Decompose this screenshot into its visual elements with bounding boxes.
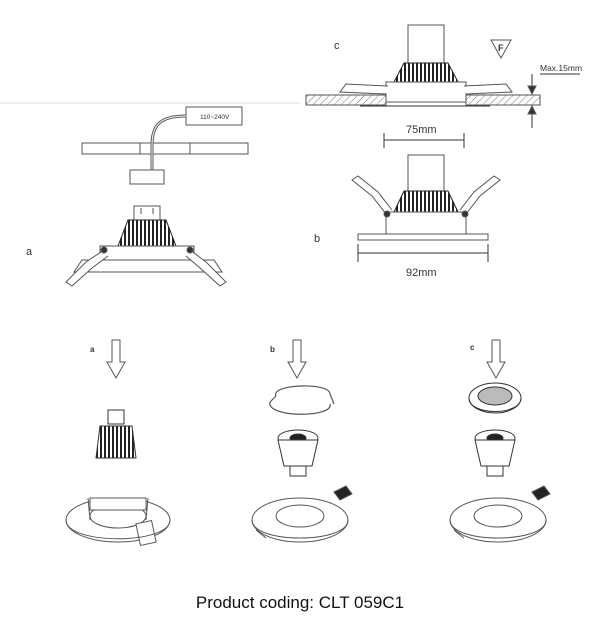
lamp-heatsink: [117, 219, 177, 247]
step-b-dimension-illustration: [351, 133, 501, 262]
gu10-pins: [133, 205, 161, 221]
outer-dimension-label: 92mm: [406, 267, 437, 279]
ceiling-board-mid: [139, 142, 191, 155]
gu10-lamp-b: [277, 429, 319, 477]
down-arrow-icon: [486, 339, 506, 380]
step-label-b-bottom: b: [270, 345, 275, 354]
terminal-connector: [129, 169, 165, 185]
down-arrow-icon: [106, 339, 126, 380]
step-a-wiring-illustration: [65, 106, 249, 287]
product-caption: Product coding: CLT 059C1: [195, 593, 405, 612]
step-label-a: a: [26, 246, 33, 258]
ceiling-board-left: [81, 142, 141, 155]
trim-ring-c: [468, 382, 522, 414]
svg-text:F: F: [498, 43, 504, 53]
step-label-b-top: b: [314, 233, 320, 245]
ceiling-section-right: [465, 94, 541, 106]
spring-clip-right: [185, 249, 227, 287]
driver-label: 110~240V: [200, 114, 230, 121]
cutout-dimension-label: 75mm: [406, 124, 437, 136]
max-depth-label: Max.15mm: [540, 63, 582, 73]
step-label-a-bottom: a: [90, 345, 95, 354]
down-arrow-icon: [287, 339, 307, 380]
tilting-frame-a: [65, 497, 171, 547]
gu10-lamp-c: [474, 429, 516, 477]
fixed-frame-b: [251, 485, 353, 543]
ceiling-section-left: [305, 94, 387, 106]
gu10-lamp-a: [95, 409, 137, 459]
ceiling-board-right: [189, 142, 249, 155]
f-mark-icon: F: [490, 39, 512, 60]
fixed-frame-c: [449, 485, 551, 543]
retaining-clip-ring: [269, 385, 335, 415]
step-label-c-bottom: c: [470, 343, 475, 352]
step-label-c-top: c: [334, 40, 340, 52]
spring-clip-left: [65, 249, 109, 287]
step-c-section-illustration: [305, 24, 580, 128]
